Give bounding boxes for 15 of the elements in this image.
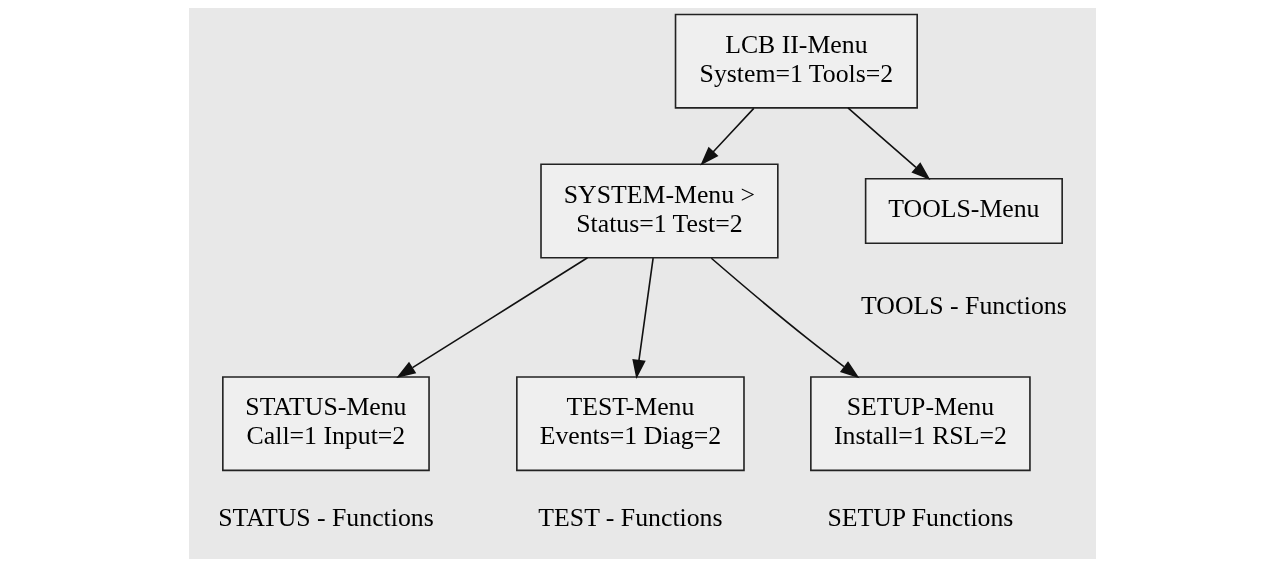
arrow [632, 257, 654, 380]
node-box: TOOLS-Menu [864, 177, 1063, 245]
node-box: SYSTEM-Menu > Status=1 Test=2 [540, 163, 779, 259]
node-label: STATUS - Functions [218, 503, 434, 533]
node-box: STATUS-Menu Call=1 Input=2 [222, 376, 430, 472]
node-label: SETUP Functions [827, 503, 1014, 533]
node-box: TEST-Menu Events=1 Diag=2 [516, 376, 745, 472]
arrow [700, 107, 755, 166]
arrow [710, 257, 860, 379]
arrow [396, 257, 589, 378]
node-box: LCB II-Menu System=1 Tools=2 [674, 13, 918, 109]
node-label: TEST - Functions [538, 503, 723, 533]
node-label: TOOLS - Functions [861, 290, 1067, 320]
node-box: SETUP-Menu Install=1 RSL=2 [810, 376, 1031, 472]
arrow [847, 107, 931, 181]
